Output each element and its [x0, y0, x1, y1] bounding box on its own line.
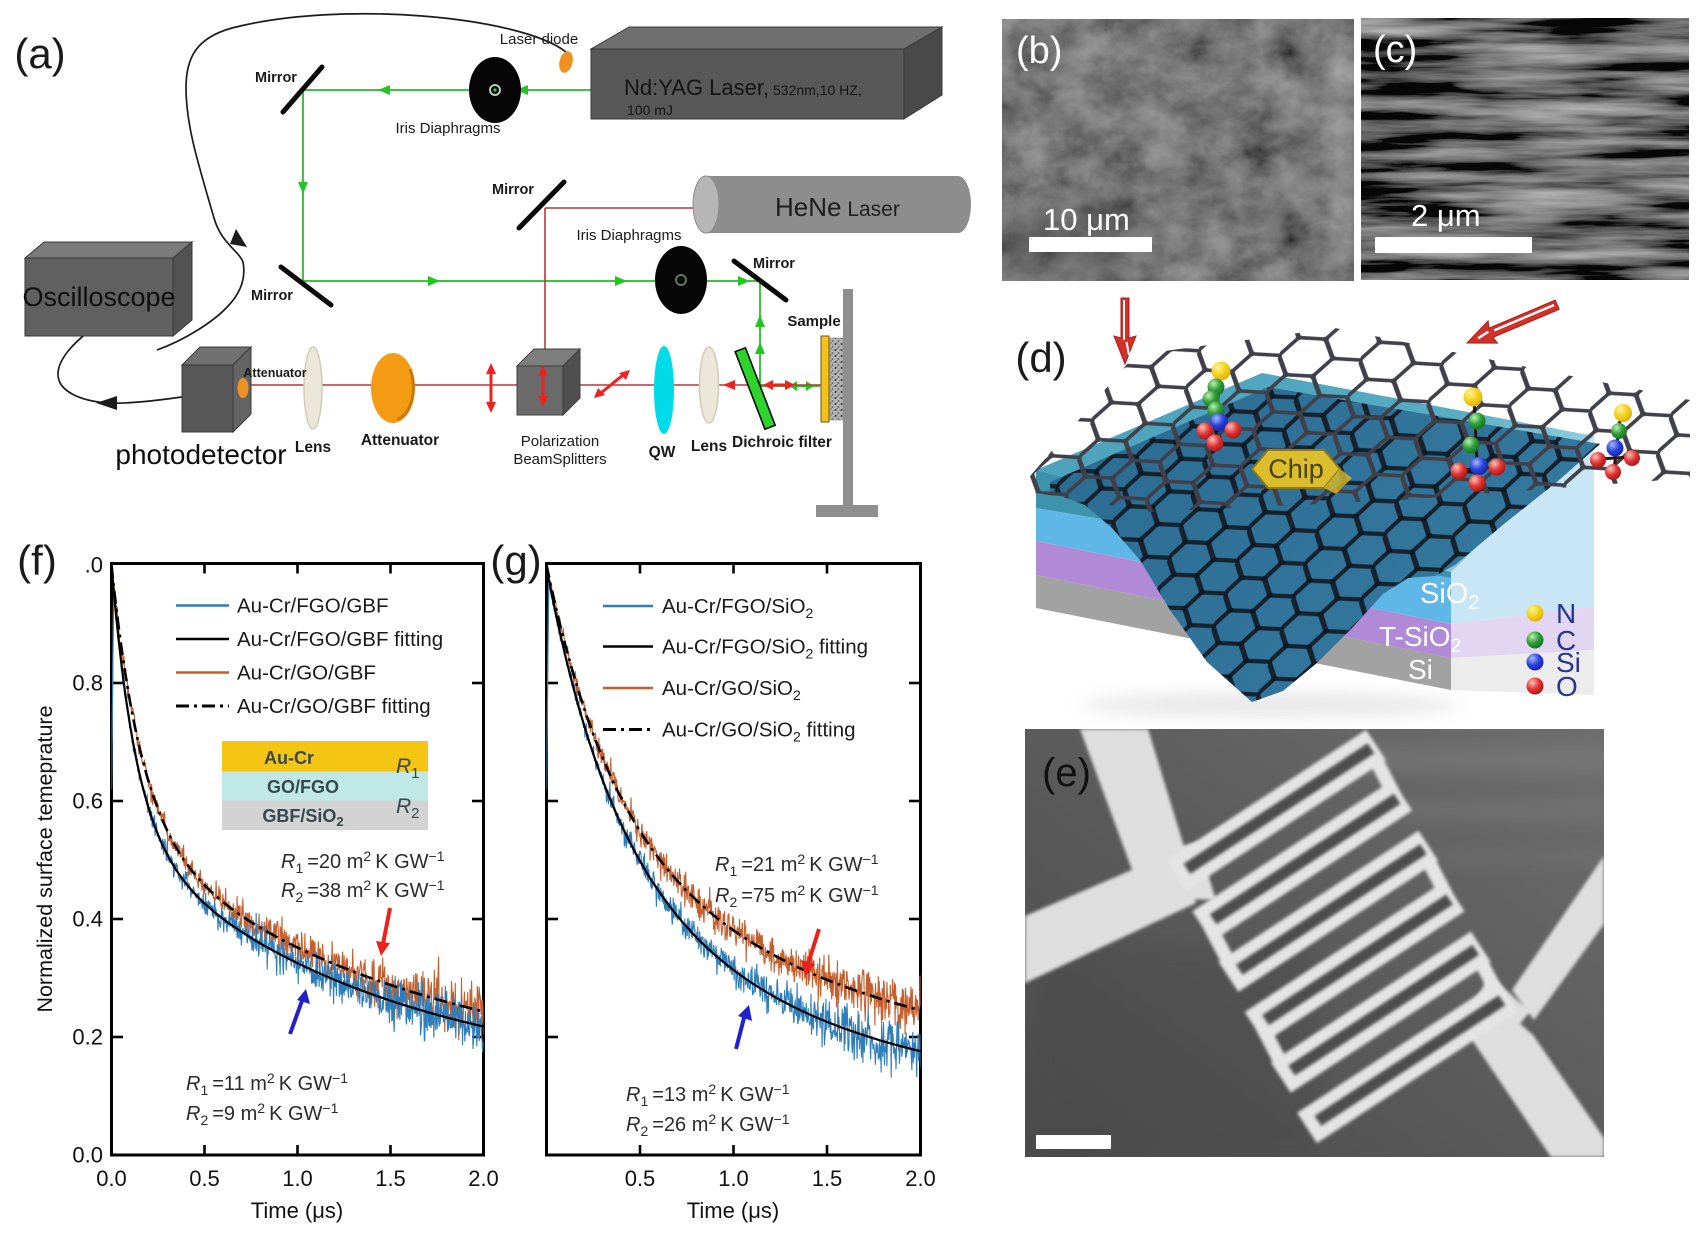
svg-text:2.0: 2.0: [468, 1166, 499, 1191]
svg-text:R1 =21 m2 K GW−1: R1 =21 m2 K GW−1: [715, 851, 879, 879]
svg-text:Iris Diaphragms: Iris Diaphragms: [395, 120, 500, 137]
svg-text:0.8: 0.8: [72, 671, 103, 696]
svg-text:BeamSplitters: BeamSplitters: [513, 451, 606, 468]
svg-text:O: O: [1556, 671, 1578, 702]
svg-text:Au-Cr/GO/SiO2 fitting: Au-Cr/GO/SiO2 fitting: [662, 719, 856, 745]
svg-text:0.0: 0.0: [96, 1166, 127, 1191]
svg-text:Attenuator: Attenuator: [243, 366, 306, 380]
svg-text:Si: Si: [1556, 647, 1581, 678]
svg-text:Time (μs): Time (μs): [251, 1198, 344, 1223]
svg-text:Au-Cr/FGO/SiO2: Au-Cr/FGO/SiO2: [662, 595, 814, 621]
svg-text:0.2: 0.2: [72, 1025, 103, 1050]
svg-text:T-SiO2: T-SiO2: [1379, 621, 1461, 657]
svg-text:2.0: 2.0: [905, 1166, 936, 1191]
svg-text:R2 =26 m2 K GW−1: R2 =26 m2 K GW−1: [626, 1111, 790, 1139]
svg-text:Attenuator: Attenuator: [361, 432, 439, 449]
svg-text:(f): (f): [17, 537, 57, 584]
svg-text:10 μm: 10 μm: [1043, 202, 1130, 237]
svg-text:Au-Cr/GO/GBF: Au-Cr/GO/GBF: [237, 662, 376, 685]
svg-text:Chip: Chip: [1268, 454, 1324, 484]
svg-text:Oscilloscope: Oscilloscope: [22, 282, 175, 312]
svg-text:Au-Cr/FGO/GBF fitting: Au-Cr/FGO/GBF fitting: [237, 628, 443, 651]
svg-text:Lens: Lens: [295, 439, 331, 456]
svg-text:Iris Diaphragms: Iris Diaphragms: [576, 227, 681, 244]
svg-text:Laser diode: Laser diode: [500, 31, 578, 48]
svg-text:(d): (d): [1015, 334, 1066, 381]
svg-text:Si: Si: [1408, 654, 1433, 685]
svg-text:2 μm: 2 μm: [1411, 198, 1481, 233]
svg-text:Au-Cr/FGO/GBF: Au-Cr/FGO/GBF: [237, 595, 388, 618]
svg-text:QW: QW: [649, 444, 676, 461]
svg-text:Mirror: Mirror: [255, 70, 297, 86]
svg-text:0.6: 0.6: [72, 789, 103, 814]
svg-text:0.5: 0.5: [189, 1166, 220, 1191]
svg-text:(e): (e): [1042, 751, 1091, 795]
svg-text:Mirror: Mirror: [251, 288, 293, 304]
svg-text:(a): (a): [14, 30, 65, 77]
svg-text:1.0: 1.0: [282, 1166, 313, 1191]
svg-text:.0: .0: [85, 553, 103, 578]
svg-text:1.0: 1.0: [718, 1166, 749, 1191]
svg-text:Mirror: Mirror: [492, 182, 534, 198]
svg-text:0.4: 0.4: [72, 907, 103, 932]
svg-text:Dichroic filter: Dichroic filter: [732, 434, 832, 451]
svg-text:R2 =9 m2 K GW−1: R2 =9 m2 K GW−1: [186, 1100, 339, 1128]
svg-text:0.0: 0.0: [72, 1143, 103, 1168]
svg-text:R2 =75 m2 K GW−1: R2 =75 m2 K GW−1: [715, 882, 879, 910]
svg-text:Au-Cr/GO/SiO2: Au-Cr/GO/SiO2: [662, 677, 801, 703]
svg-text:R1 =11 m2 K GW−1: R1 =11 m2 K GW−1: [186, 1070, 348, 1098]
svg-text:GO/FGO: GO/FGO: [267, 777, 339, 797]
svg-text:photodetector: photodetector: [115, 439, 286, 470]
svg-text:N: N: [1556, 598, 1576, 629]
svg-text:R1: R1: [396, 755, 420, 782]
svg-text:Time (μs): Time (μs): [687, 1198, 780, 1223]
svg-text:(g): (g): [490, 537, 541, 584]
svg-text:Normalized surface temeprature: Normalized surface temeprature: [33, 705, 57, 1012]
svg-text:(b): (b): [1016, 30, 1062, 72]
svg-text:1.5: 1.5: [375, 1166, 406, 1191]
svg-text:(c): (c): [1373, 29, 1417, 71]
svg-text:Au-Cr: Au-Cr: [264, 748, 314, 768]
svg-text:R1 =13 m2 K GW−1: R1 =13 m2 K GW−1: [626, 1081, 790, 1109]
svg-text:Sample: Sample: [787, 313, 840, 330]
svg-text:0.5: 0.5: [625, 1166, 656, 1191]
svg-text:Au-Cr/FGO/SiO2 fitting: Au-Cr/FGO/SiO2 fitting: [662, 636, 868, 662]
svg-text:R1 =20 m2 K GW−1: R1 =20 m2 K GW−1: [281, 848, 445, 876]
svg-text:R2: R2: [396, 795, 420, 822]
svg-text:1.5: 1.5: [812, 1166, 843, 1191]
svg-text:100 mJ: 100 mJ: [627, 102, 673, 118]
svg-text:Au-Cr/GO/GBF fitting: Au-Cr/GO/GBF fitting: [237, 695, 431, 718]
svg-text:R2 =38 m2 K GW−1: R2 =38 m2 K GW−1: [281, 877, 445, 905]
svg-text:C: C: [1556, 625, 1576, 656]
svg-text:Mirror: Mirror: [753, 256, 795, 272]
svg-text:GBF/SiO2: GBF/SiO2: [262, 806, 343, 829]
svg-text:Polarization: Polarization: [521, 433, 599, 450]
svg-text:Lens: Lens: [691, 438, 727, 455]
